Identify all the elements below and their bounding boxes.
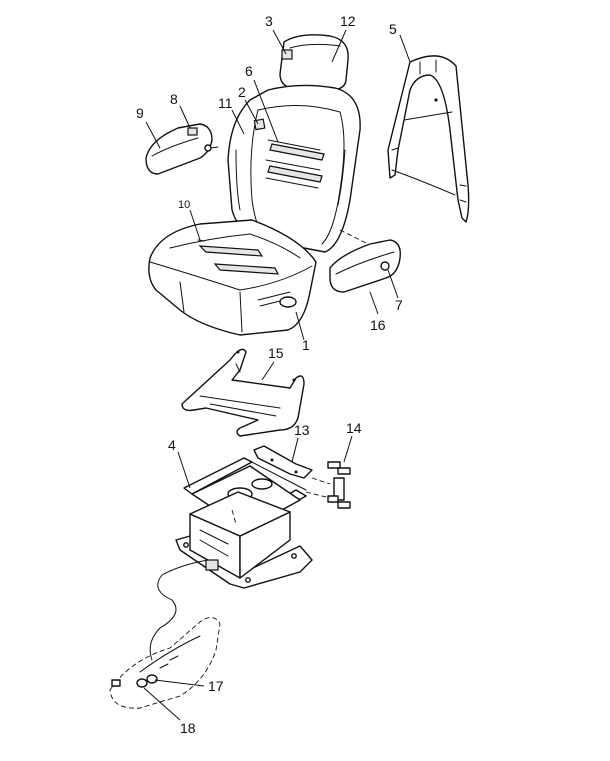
seat-pan bbox=[181, 348, 305, 437]
callout-labels: 3 12 5 6 2 11 8 9 10 1 7 16 15 4 13 14 1… bbox=[136, 13, 403, 736]
callout-4: 4 bbox=[168, 437, 176, 453]
left-armrest bbox=[145, 123, 219, 175]
callout-17: 17 bbox=[208, 678, 224, 694]
callout-6: 6 bbox=[245, 63, 253, 79]
callout-13: 13 bbox=[294, 422, 310, 438]
callout-12: 12 bbox=[340, 13, 356, 29]
callout-7: 7 bbox=[395, 297, 403, 313]
callout-3: 3 bbox=[265, 13, 273, 29]
seat-back bbox=[227, 84, 361, 253]
seat-cushion bbox=[148, 219, 317, 336]
seat-base bbox=[175, 491, 313, 589]
headrest bbox=[279, 34, 349, 105]
seat-back-frame bbox=[387, 55, 470, 223]
callout-14: 14 bbox=[346, 420, 362, 436]
bracket bbox=[253, 445, 313, 479]
callout-10: 10 bbox=[178, 199, 190, 211]
side-switch-panel bbox=[109, 617, 221, 709]
armrest-knob-icon bbox=[380, 261, 390, 271]
headrest-button-icon bbox=[281, 49, 293, 60]
callout-16: 16 bbox=[370, 317, 386, 333]
shock-absorber bbox=[305, 461, 351, 509]
callout-9: 9 bbox=[136, 105, 144, 121]
callout-15: 15 bbox=[268, 345, 284, 361]
callout-18: 18 bbox=[180, 720, 196, 736]
control-cable bbox=[149, 559, 209, 661]
right-armrest bbox=[329, 239, 401, 293]
callout-11: 11 bbox=[218, 95, 233, 111]
leader-lines bbox=[143, 29, 411, 721]
callout-1: 1 bbox=[302, 337, 310, 353]
callout-5: 5 bbox=[389, 21, 397, 37]
callout-8: 8 bbox=[170, 91, 178, 107]
seat-switch-icon bbox=[136, 678, 148, 688]
armrest-button-icon bbox=[187, 127, 198, 136]
callout-2: 2 bbox=[238, 84, 246, 100]
